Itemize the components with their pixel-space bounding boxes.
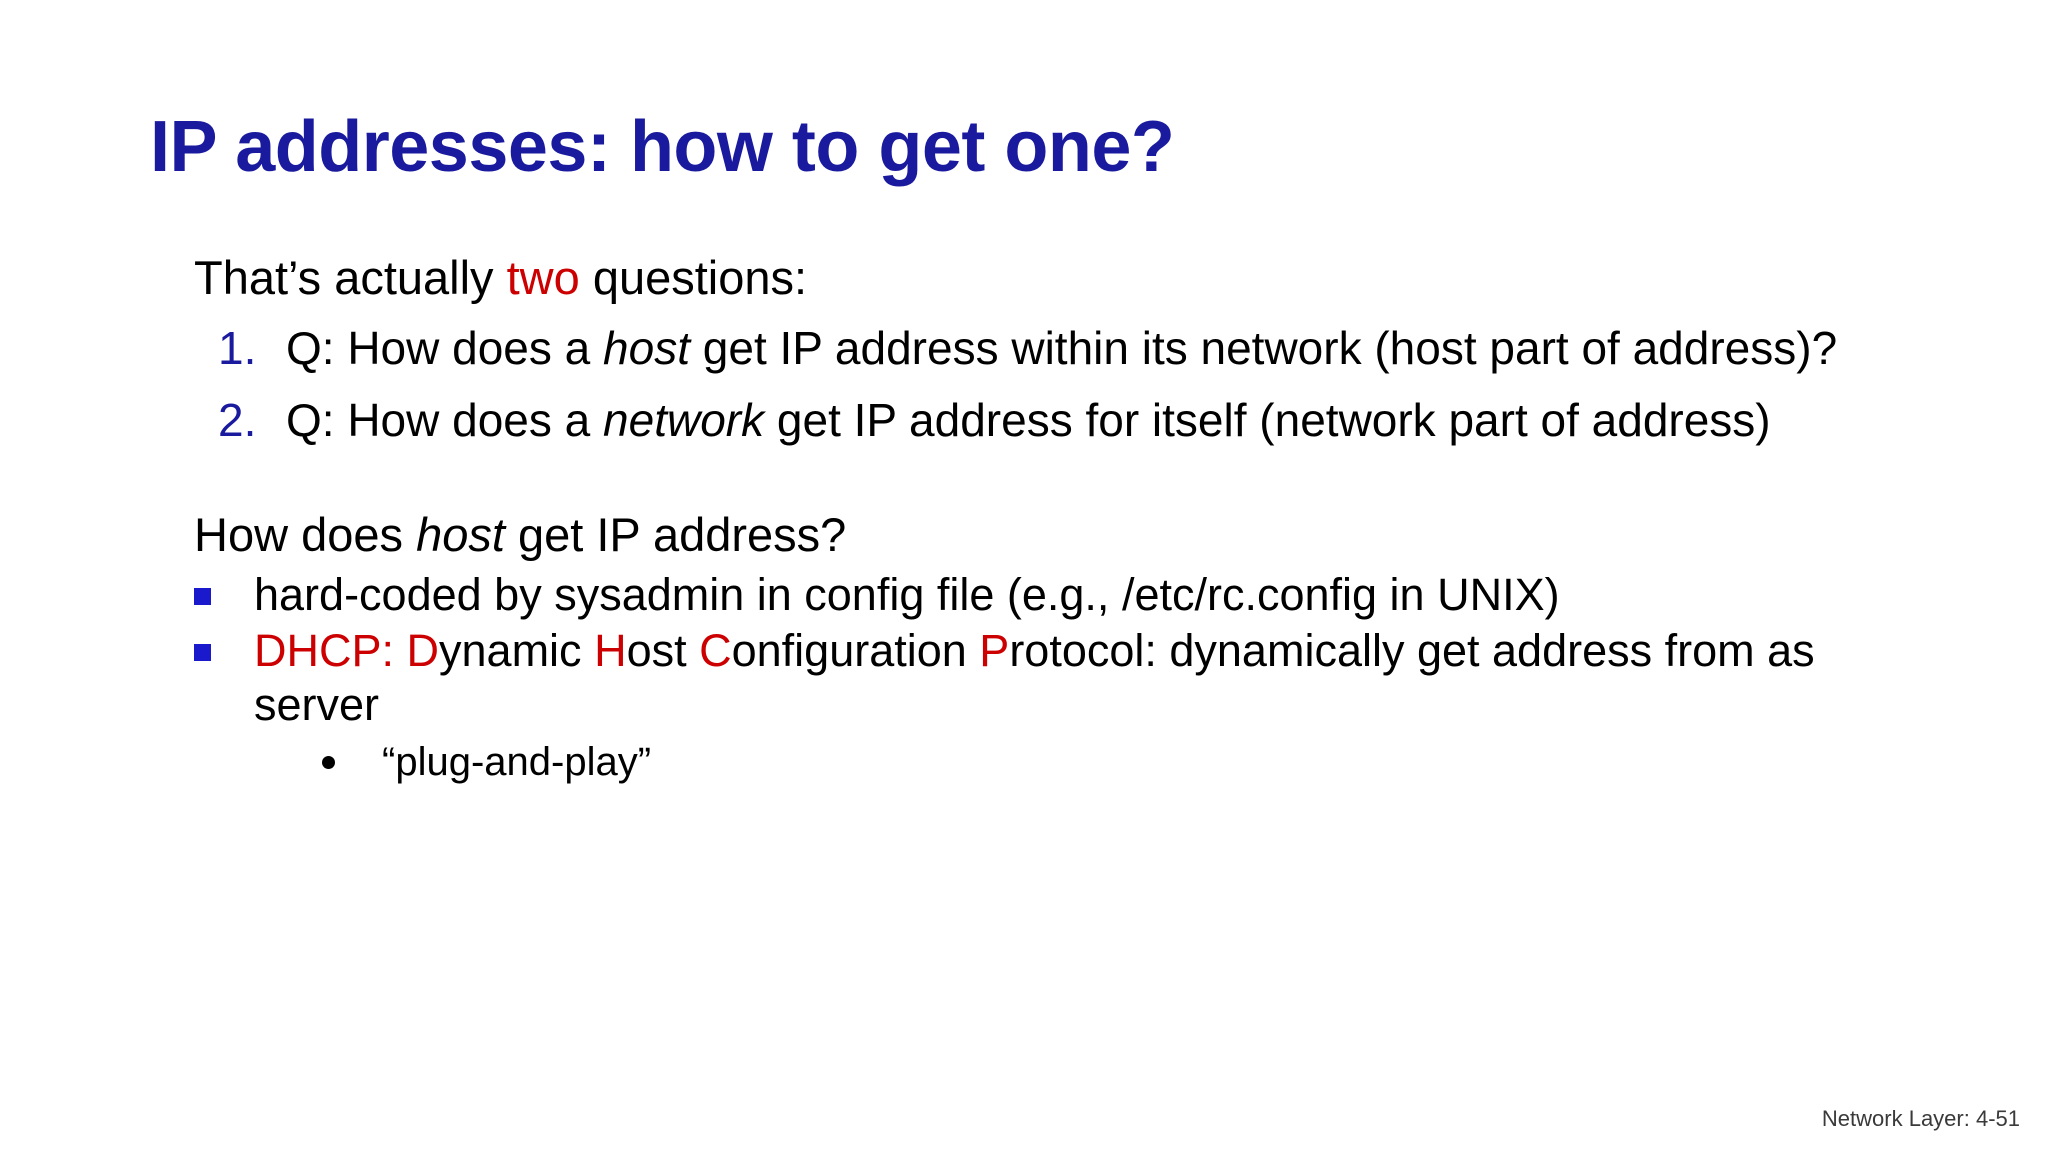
dhcp-tail-text: rotocol: dynamically get address from as… [254,624,1815,730]
bullet-text-hardcoded: hard-coded by sysadmin in config file (e… [254,568,1560,620]
dhcp-word-ynamic: ynamic [439,624,595,676]
dhcp-word-onfiguration: onfiguration [731,624,980,676]
lead-emphasis-two: two [506,251,580,304]
lead-text-before: That’s actually [194,251,507,304]
list-item: hard-coded by sysadmin in config file (e… [150,568,1950,622]
lead-text-after: questions: [579,251,808,304]
dhcp-letter-h: H [594,624,627,676]
questions-list: 1. Q: How does a host get IP address with… [150,321,1950,448]
page-title: IP addresses: how to get one? [150,107,1175,188]
section-heading: How does host get IP address? [150,508,1950,562]
question-italic-network: network [603,393,765,446]
dhcp-letter-p: P [979,624,1010,676]
question-part2: get IP address for itself (network part … [764,393,1771,446]
slide-body: That’s actually two questions: 1. Q: How … [150,251,1950,788]
dhcp-subbullets: “plug-and-play” [254,738,1950,786]
question-part1: Q: How does a [286,393,604,446]
section-heading-part1: How does [194,508,417,562]
question-part1: Q: How does a [286,321,604,374]
square-bullet-icon [194,587,211,605]
round-bullet-icon [322,755,335,769]
slide-footer: Network Layer: 4-51 [1821,1106,2020,1131]
list-item: 1. Q: How does a host get IP address with… [150,321,1950,375]
section-heading-part2: get IP address? [504,508,847,562]
question-italic-host: host [603,321,690,374]
dhcp-label: DHCP: [254,624,407,676]
section-heading-italic-host: host [416,508,505,562]
question-part2: get IP address within its network (host … [690,321,1838,374]
list-item: “plug-and-play” [254,738,1950,786]
subbullet-text-plug-and-play: “plug-and-play” [382,739,652,784]
list-item: DHCP: Dynamic Host Configuration Protoco… [150,624,1950,786]
list-number: 1. [218,321,257,374]
list-number: 2. [218,393,257,446]
dhcp-word-ost: ost [626,624,700,676]
lead-line: That’s actually two questions: [150,251,1950,305]
host-address-bullets: hard-coded by sysadmin in config file (e… [150,568,1950,786]
square-bullet-icon [194,643,211,661]
dhcp-letter-d: D [406,624,440,676]
list-item: 2. Q: How does a network get IP address f… [150,393,1950,447]
dhcp-letter-c: C [699,624,732,676]
